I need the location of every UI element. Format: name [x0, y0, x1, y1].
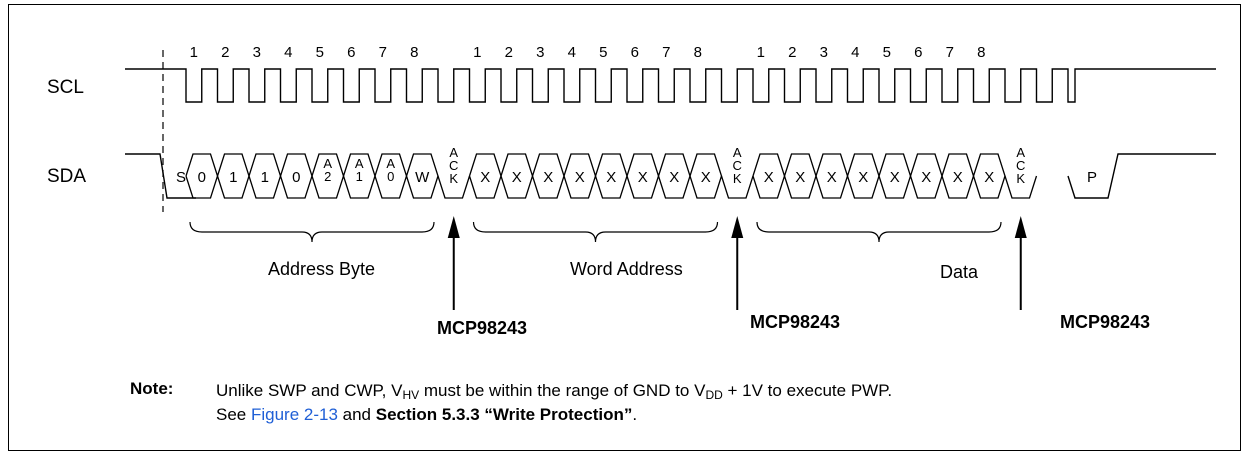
- sda-ack-3: [1004, 175, 1038, 199]
- bit-label-1-5-0: A: [323, 156, 332, 171]
- group-label-data: Data: [940, 262, 979, 282]
- bit-label-1-6-1: 1: [356, 169, 363, 184]
- bit-label-1-8: W: [415, 169, 430, 186]
- bit-label-2-6: X: [638, 169, 648, 186]
- ack-source-label-1: MCP98243: [437, 318, 528, 338]
- bit-label-3-7: X: [953, 169, 963, 186]
- clock-number-3-6: 6: [914, 44, 922, 61]
- sda-stop-segment: [1067, 153, 1216, 199]
- ack-label-3-1: C: [1016, 158, 1025, 173]
- bit-label-3-8: X: [984, 169, 994, 186]
- ack-label-2-0: A: [733, 145, 742, 160]
- clock-number-1-7: 7: [379, 44, 387, 61]
- clock-number-2-1: 1: [473, 44, 481, 61]
- scl-label: SCL: [47, 77, 84, 98]
- ack-label-1-0: A: [449, 145, 458, 160]
- clock-number-3-3: 3: [820, 44, 828, 61]
- scl-waveform: [125, 68, 1216, 103]
- bit-label-3-1: X: [764, 169, 774, 186]
- bit-label-3-6: X: [921, 169, 931, 186]
- bit-label-1-2: 1: [229, 169, 237, 186]
- ack-arrowhead-1: [447, 216, 460, 238]
- clock-number-3-7: 7: [946, 44, 954, 61]
- clock-number-2-4: 4: [568, 44, 576, 61]
- brace-word-address: [472, 221, 719, 243]
- bit-label-2-7: X: [669, 169, 679, 186]
- ack-label-2-1: C: [733, 158, 742, 173]
- bit-label-2-1: X: [480, 169, 490, 186]
- ack-arrowhead-3: [1014, 216, 1027, 238]
- bit-label-1-7-1: 0: [387, 169, 394, 184]
- sda-ack-1: [437, 175, 471, 199]
- ack-arrowhead-2: [731, 216, 744, 238]
- clock-number-2-7: 7: [662, 44, 670, 61]
- clock-number-3-1: 1: [757, 44, 765, 61]
- clock-number-3-2: 2: [788, 44, 796, 61]
- bit-label-1-7-0: A: [386, 156, 395, 171]
- note-line-2: See Figure 2-13 and Section 5.3.3 “Write…: [216, 405, 638, 424]
- bit-label-3-3: X: [827, 169, 837, 186]
- clock-number-1-6: 6: [347, 44, 355, 61]
- clock-number-1-8: 8: [410, 44, 418, 61]
- clock-number-3-4: 4: [851, 44, 859, 61]
- stop-label: P: [1087, 169, 1097, 186]
- group-label-address-byte: Address Byte: [268, 259, 376, 279]
- note-line-1: Unlike SWP and CWP, VHV must be within t…: [216, 381, 893, 402]
- clock-number-2-5: 5: [599, 44, 607, 61]
- clock-number-1-5: 5: [316, 44, 324, 61]
- clock-number-3-5: 5: [883, 44, 891, 61]
- bit-label-2-3: X: [543, 169, 553, 186]
- bit-label-2-2: X: [512, 169, 522, 186]
- bit-label-1-3: 1: [261, 169, 269, 186]
- ack-label-3-0: A: [1016, 145, 1025, 160]
- clock-number-1-3: 3: [253, 44, 261, 61]
- ack-source-label-3: MCP98243: [1060, 312, 1151, 332]
- bit-label-2-5: X: [606, 169, 616, 186]
- sda-ack-2: [720, 175, 754, 199]
- bit-label-2-8: X: [701, 169, 711, 186]
- clock-number-2-2: 2: [505, 44, 513, 61]
- figure-frame: [8, 4, 1241, 451]
- clock-number-1-4: 4: [284, 44, 292, 61]
- clock-number-2-8: 8: [694, 44, 702, 61]
- start-label: S: [176, 169, 186, 186]
- bit-label-1-6-0: A: [355, 156, 364, 171]
- sda-label: SDA: [47, 166, 87, 187]
- note-label: Note:: [130, 379, 174, 398]
- sda-start-segment: [125, 153, 196, 199]
- bit-label-1-1: 0: [198, 169, 206, 186]
- clock-number-2-6: 6: [631, 44, 639, 61]
- clock-number-1-2: 2: [221, 44, 229, 61]
- group-label-word-address: Word Address: [570, 259, 683, 279]
- bit-label-1-5-1: 2: [324, 169, 331, 184]
- ack-label-1-1: C: [449, 158, 458, 173]
- clock-number-2-3: 3: [536, 44, 544, 61]
- brace-address-byte: [189, 221, 435, 243]
- bit-label-1-4: 0: [292, 169, 300, 186]
- ack-label-2-2: K: [733, 171, 742, 186]
- bit-label-3-4: X: [858, 169, 868, 186]
- bit-label-2-4: X: [575, 169, 585, 186]
- brace-data: [756, 221, 1002, 243]
- ack-label-3-2: K: [1016, 171, 1025, 186]
- clock-number-1-1: 1: [190, 44, 198, 61]
- ack-source-label-2: MCP98243: [750, 312, 841, 332]
- bit-label-3-5: X: [890, 169, 900, 186]
- bit-label-3-2: X: [795, 169, 805, 186]
- clock-number-3-8: 8: [977, 44, 985, 61]
- figure-link[interactable]: Figure 2-13: [250, 405, 338, 424]
- ack-label-1-2: K: [449, 171, 458, 186]
- note-text: Unlike SWP and CWP, VHV must be within t…: [216, 379, 892, 427]
